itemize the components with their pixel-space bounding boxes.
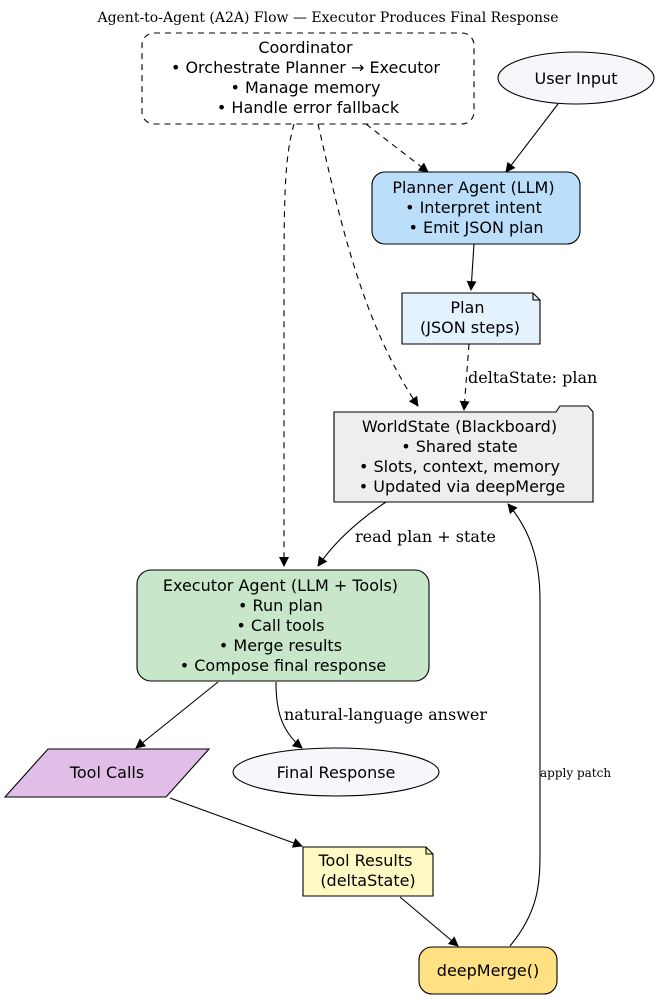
edge-planner-plan	[466, 243, 477, 291]
tool-calls-label: Tool Calls	[69, 763, 144, 782]
edge-worldstate-executor	[317, 501, 387, 567]
plan-node: Plan (JSON steps)	[401, 292, 541, 345]
edge-userinput-planner	[505, 103, 559, 173]
executor-label: Executor Agent (LLM + Tools) • Run plan …	[163, 576, 403, 675]
final-response-node: Final Response	[232, 747, 440, 797]
edge-coordinator-planner	[365, 123, 429, 173]
final-response-label: Final Response	[277, 763, 396, 782]
edge-label-apply-patch: apply patch	[540, 766, 611, 780]
deepmerge-node: deepMerge()	[418, 946, 558, 995]
edge-executor-finalresponse	[275, 681, 303, 749]
user-input-node: User Input	[497, 51, 655, 105]
tool-results-node: Tool Results (deltaState)	[302, 846, 434, 897]
plan-label: Plan (JSON steps)	[420, 298, 520, 337]
tool-results-label: Tool Results (deltaState)	[317, 851, 417, 890]
edge-label-delta-plan: deltaState: plan	[468, 368, 597, 387]
coordinator-node: Coordinator • Orchestrate Planner → Exec…	[141, 32, 475, 125]
edge-coordinator-executor	[279, 123, 295, 567]
executor-node: Executor Agent (LLM + Tools) • Run plan …	[136, 569, 430, 682]
worldstate-label: WorldState (Blackboard) • Shared state •…	[359, 417, 565, 496]
edge-toolcalls-toolresults	[169, 797, 303, 848]
edge-plan-worldstate	[459, 343, 470, 411]
worldstate-node: WorldState (Blackboard) • Shared state •…	[333, 405, 594, 503]
deepmerge-label: deepMerge()	[437, 961, 539, 980]
tool-calls-node: Tool Calls	[3, 748, 211, 798]
edge-executor-toolcalls	[135, 681, 219, 749]
edge-deepmerge-worldstate	[507, 503, 541, 947]
planner-label: Planner Agent (LLM) • Interpret intent •…	[392, 178, 559, 237]
diagram-title: Agent-to-Agent (A2A) Flow — Executor Pro…	[96, 10, 558, 26]
edge-label-read-plan: read plan + state	[355, 527, 496, 546]
planner-node: Planner Agent (LLM) • Interpret intent •…	[371, 171, 581, 245]
edge-toolresults-deepmerge	[399, 896, 459, 947]
user-input-label: User Input	[535, 69, 618, 88]
edge-label-nl-answer: natural-language answer	[284, 705, 487, 724]
edge-coordinator-worldstate	[317, 123, 419, 407]
coordinator-label: Coordinator • Orchestrate Planner → Exec…	[171, 38, 445, 117]
